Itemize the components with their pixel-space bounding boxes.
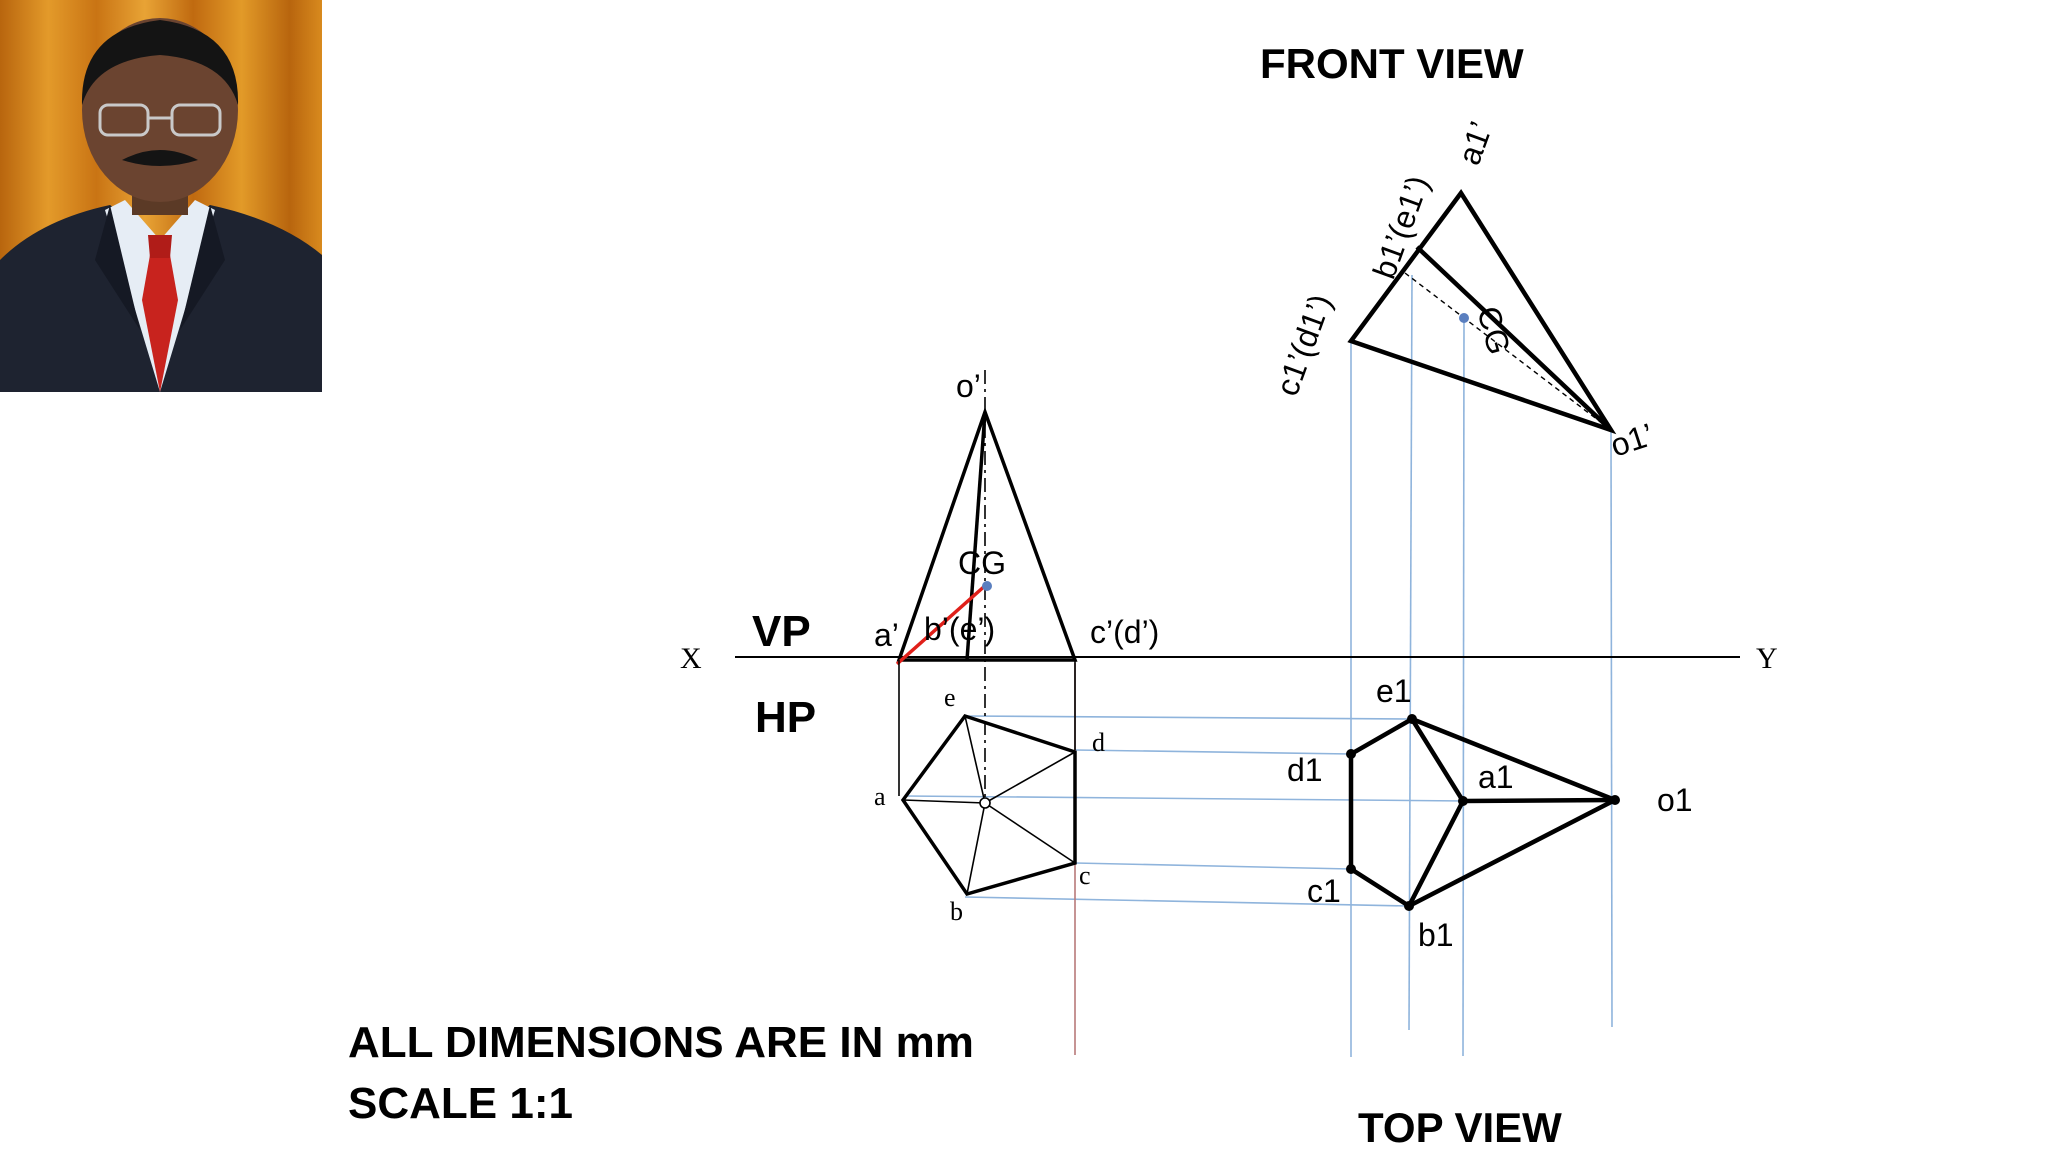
edge-ob [966, 802, 986, 895]
label-b: b [950, 897, 963, 926]
label-o1: o1 [1657, 782, 1693, 818]
edge-b-prime [965, 411, 987, 661]
label-d1: d1 [1287, 752, 1323, 788]
projector-cg [1462, 317, 1465, 1057]
scale-note: SCALE 1:1 [348, 1079, 573, 1128]
final-vertex-points [1346, 714, 1620, 911]
final-slant-edges [1407, 716, 1617, 909]
label-b1-prime-e1-prime: b1’(e1’) [1366, 171, 1436, 284]
label-b-prime-e-prime: b’(e’) [924, 611, 995, 647]
label-a: a [874, 782, 886, 811]
point-o1 [1610, 795, 1620, 805]
point-d1 [1346, 749, 1356, 759]
label-c-prime-d-prime: c’(d’) [1090, 614, 1159, 650]
initial-front-view: o’ CG a’ b’(e’) c’(d’) [874, 368, 1159, 800]
projector-d [1074, 749, 1352, 755]
final-pentagon-outline [1348, 715, 1466, 910]
label-a1: a1 [1478, 759, 1514, 795]
projector-o1 [1610, 429, 1613, 1028]
label-e1: e1 [1376, 673, 1412, 709]
pyramid-front-outline [896, 406, 1078, 662]
point-e1 [1407, 714, 1417, 724]
label-o: o [992, 811, 993, 813]
label-cg-final: CG [1470, 302, 1517, 358]
vp-label: VP [752, 607, 811, 656]
projector-c [1074, 862, 1352, 870]
label-c1: c1 [1307, 873, 1341, 909]
presenter-photo [0, 0, 322, 392]
y-label: Y [1756, 642, 1778, 675]
projector-b [964, 896, 1410, 907]
label-b1: b1 [1418, 917, 1454, 953]
presenter-portrait-image [0, 0, 322, 392]
edge-e1-o1 [1411, 716, 1616, 803]
label-a1-prime: a1’ [1451, 117, 1499, 169]
label-c1-prime-d1-prime: c1’(d1’) [1269, 289, 1339, 400]
edge-b1e1-o1 [1415, 245, 1613, 432]
projector-lines [904, 274, 1613, 1057]
slant-edges-top [902, 715, 1076, 895]
hp-label: HP [755, 693, 816, 742]
edge-a1-o1 [1462, 797, 1616, 804]
edge-oa [902, 799, 986, 804]
label-o-prime: o’ [956, 368, 981, 404]
label-c: c [1079, 861, 1091, 890]
x-label: X [680, 642, 702, 675]
edge-oe [964, 715, 986, 804]
pentagon-base-outline [900, 713, 1077, 897]
cg-dashed-line [1404, 272, 1612, 431]
initial-top-view: a b c d e [874, 660, 1105, 926]
projector-b1e1 [1408, 274, 1413, 1031]
label-d: d [1092, 728, 1105, 757]
point-a1 [1458, 796, 1468, 806]
cg-dot-initial [982, 581, 992, 591]
point-b1 [1404, 901, 1414, 911]
apex-o-point [979, 797, 991, 809]
point-c1 [1346, 864, 1356, 874]
top-view-title: TOP VIEW [1358, 1104, 1562, 1151]
cg-dot-final [1459, 313, 1469, 323]
final-top-view: e1 d1 a1 c1 b1 o1 [1287, 673, 1693, 953]
front-view-title: FRONT VIEW [1260, 40, 1524, 87]
label-a-prime: a’ [874, 617, 899, 653]
red-construction-line [895, 582, 989, 666]
edge-od [984, 751, 1076, 804]
tilted-pyramid-outline [1347, 189, 1617, 435]
dimensions-note: ALL DIMENSIONS ARE IN mm [348, 1018, 974, 1067]
projector-a [904, 795, 1468, 802]
edge-b1-o1 [1407, 797, 1617, 909]
label-cg-initial: CG [958, 545, 1006, 581]
edge-oc [984, 802, 1076, 864]
label-e: e [944, 683, 956, 712]
projector-e [964, 715, 1413, 720]
label-o1-prime: o1’ [1606, 416, 1658, 463]
